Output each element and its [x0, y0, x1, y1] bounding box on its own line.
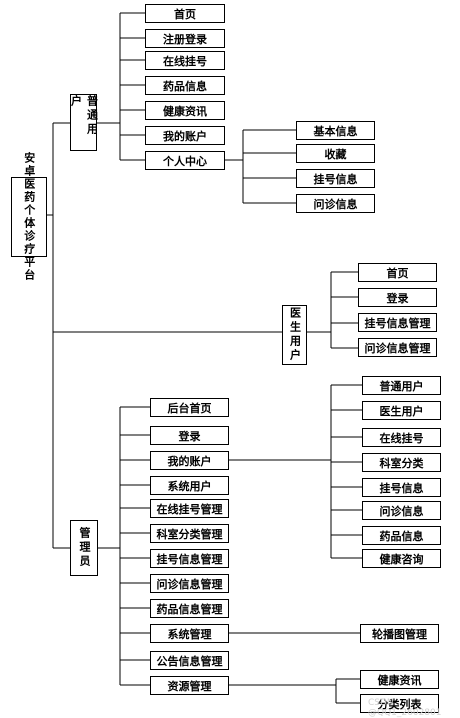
- root-line-2: 个体诊疗: [22, 204, 36, 256]
- admin-item-consultation-mgmt: 问诊信息管理: [150, 574, 229, 593]
- user-node: 普通用户: [70, 94, 99, 151]
- root-node: 安卓医药 个体诊疗 平台: [11, 152, 47, 282]
- admin-item-my-account: 我的账户: [150, 451, 229, 470]
- admin-item-medicine-mgmt: 药品信息管理: [150, 599, 229, 618]
- doctor-item-home: 首页: [358, 263, 437, 282]
- user-item-health-news: 健康资讯: [145, 101, 225, 120]
- sysuser-item-doctor-user: 医生用户: [362, 401, 441, 420]
- doctor-item-registration-mgmt: 挂号信息管理: [358, 313, 437, 332]
- sysmgmt-item-carousel: 轮播图管理: [360, 624, 439, 643]
- admin-node: 管理员: [70, 520, 98, 576]
- user-item-register-login: 注册登录: [145, 29, 225, 48]
- user-item-home: 首页: [145, 4, 225, 23]
- center-item-consultation-info: 问诊信息: [296, 194, 375, 213]
- sysuser-item-consultation-info: 问诊信息: [362, 501, 441, 520]
- user-item-personal-center: 个人中心: [145, 151, 225, 170]
- user-item-online-registration: 在线挂号: [145, 51, 225, 70]
- watermark: CSDN @QQ1_2602801: [368, 698, 442, 718]
- resource-item-health-news: 健康资讯: [360, 670, 439, 689]
- user-item-medicine-info: 药品信息: [145, 76, 225, 95]
- admin-item-resource-mgmt: 资源管理: [150, 676, 229, 695]
- sysuser-item-online-registration: 在线挂号: [362, 428, 441, 447]
- center-item-registration-info: 挂号信息: [296, 169, 375, 188]
- sysuser-item-registration-info: 挂号信息: [362, 478, 441, 497]
- admin-item-system-users: 系统用户: [150, 476, 229, 495]
- admin-item-system-mgmt: 系统管理: [150, 624, 229, 643]
- center-item-favorites: 收藏: [296, 144, 375, 163]
- sysuser-item-health-consult: 健康咨询: [362, 549, 441, 568]
- sysuser-item-department: 科室分类: [362, 453, 441, 472]
- admin-item-online-registration-mgmt: 在线挂号管理: [150, 499, 229, 518]
- user-item-my-account: 我的账户: [145, 126, 225, 145]
- doctor-item-login: 登录: [358, 288, 437, 307]
- root-line-3: 平台: [22, 256, 36, 282]
- admin-item-login: 登录: [150, 426, 229, 445]
- doctor-node: 医生用户: [282, 305, 307, 365]
- admin-item-dashboard: 后台首页: [150, 398, 229, 417]
- resource-item-category-list: 分类列表: [360, 694, 439, 713]
- admin-item-registration-info-mgmt: 挂号信息管理: [150, 549, 229, 568]
- admin-item-department-mgmt: 科室分类管理: [150, 524, 229, 543]
- admin-item-notice-mgmt: 公告信息管理: [150, 651, 229, 670]
- sysuser-item-regular-user: 普通用户: [362, 376, 441, 395]
- sysuser-item-medicine-info: 药品信息: [362, 526, 441, 545]
- center-item-basic-info: 基本信息: [296, 121, 375, 140]
- doctor-item-consultation-mgmt: 问诊信息管理: [358, 338, 437, 357]
- root-line-1: 安卓医药: [22, 152, 36, 204]
